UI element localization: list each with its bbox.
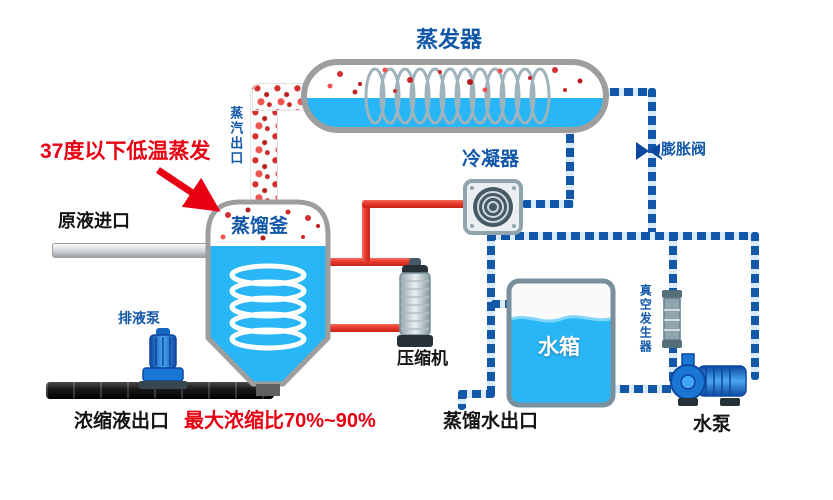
concentrate-pipe [46, 382, 274, 399]
expansion-valve-icon [634, 140, 664, 167]
pipe-pump-riser [751, 232, 759, 380]
evaporator-speckles [327, 67, 583, 95]
water-tank [504, 276, 618, 415]
max-concentration-label: 最大浓缩比70%~90% [184, 410, 376, 432]
pipe-evaporator-condenser [566, 120, 574, 208]
pipe-condenser-feed [362, 200, 466, 208]
pipe-tank-left-drop [487, 232, 495, 398]
evaporator-vessel [300, 56, 610, 141]
distilled-water-outlet-label: 蒸馏水出口 [443, 411, 539, 432]
kettle-coil [229, 263, 307, 351]
water-tank-label: 水箱 [538, 336, 580, 359]
kettle-label: 蒸馏釜 [231, 216, 289, 237]
pipe-distilled-outlet-h [458, 390, 495, 398]
pipe-main-return [487, 232, 759, 240]
drain-pump-unit [130, 328, 196, 399]
compressor-ribs [401, 280, 429, 330]
vacuum-generator-label: 真空发生器 [638, 284, 653, 354]
compressor-unit [392, 258, 438, 358]
pipe-riser-condenser [362, 200, 370, 262]
condenser-unit [460, 176, 526, 243]
raw-inlet-pipe [52, 243, 208, 258]
kettle-speckles [220, 207, 320, 241]
pipe-kettle-compressor-bottom [328, 324, 404, 332]
pipe-evaporator-outlet [596, 88, 656, 96]
compressor-label: 压缩机 [397, 349, 448, 368]
vacuum-generator-unit [654, 288, 690, 359]
evaporator-label: 蒸发器 [416, 27, 483, 52]
pipe-tank-inlet-stub [491, 300, 515, 308]
pipe-tank-to-pump [606, 385, 682, 393]
kettle-outlet-stub [256, 384, 280, 396]
kettle-vessel [198, 190, 338, 403]
pipe-vacuum-bottom [669, 344, 677, 392]
tank-water [509, 316, 613, 405]
pipe-expansion-line [648, 88, 656, 240]
raw-inlet-label: 原液进口 [58, 211, 130, 231]
drain-pump-label: 排液泵 [118, 310, 160, 326]
condenser-label: 冷凝器 [462, 149, 520, 170]
note-label: 37度以下低温蒸发 [40, 140, 211, 163]
steam-outlet-label: 蒸汽出口 [228, 106, 244, 166]
pipe-distilled-outlet-v [458, 390, 466, 410]
water-pump-label: 水泵 [693, 414, 732, 435]
pipe-condenser-right [522, 200, 574, 208]
expansion-valve-label: 膨胀阀 [661, 141, 707, 158]
evaporator-contents [304, 67, 606, 130]
water-pump-unit [668, 352, 756, 419]
pipe-kettle-compressor-top [328, 258, 420, 266]
concentrate-outlet-label: 浓缩液出口 [74, 411, 170, 432]
evaporator-coil [364, 67, 551, 125]
note-arrow-icon [148, 164, 228, 221]
condenser-spiral [477, 191, 509, 223]
pipe-vacuum-top [669, 232, 677, 298]
